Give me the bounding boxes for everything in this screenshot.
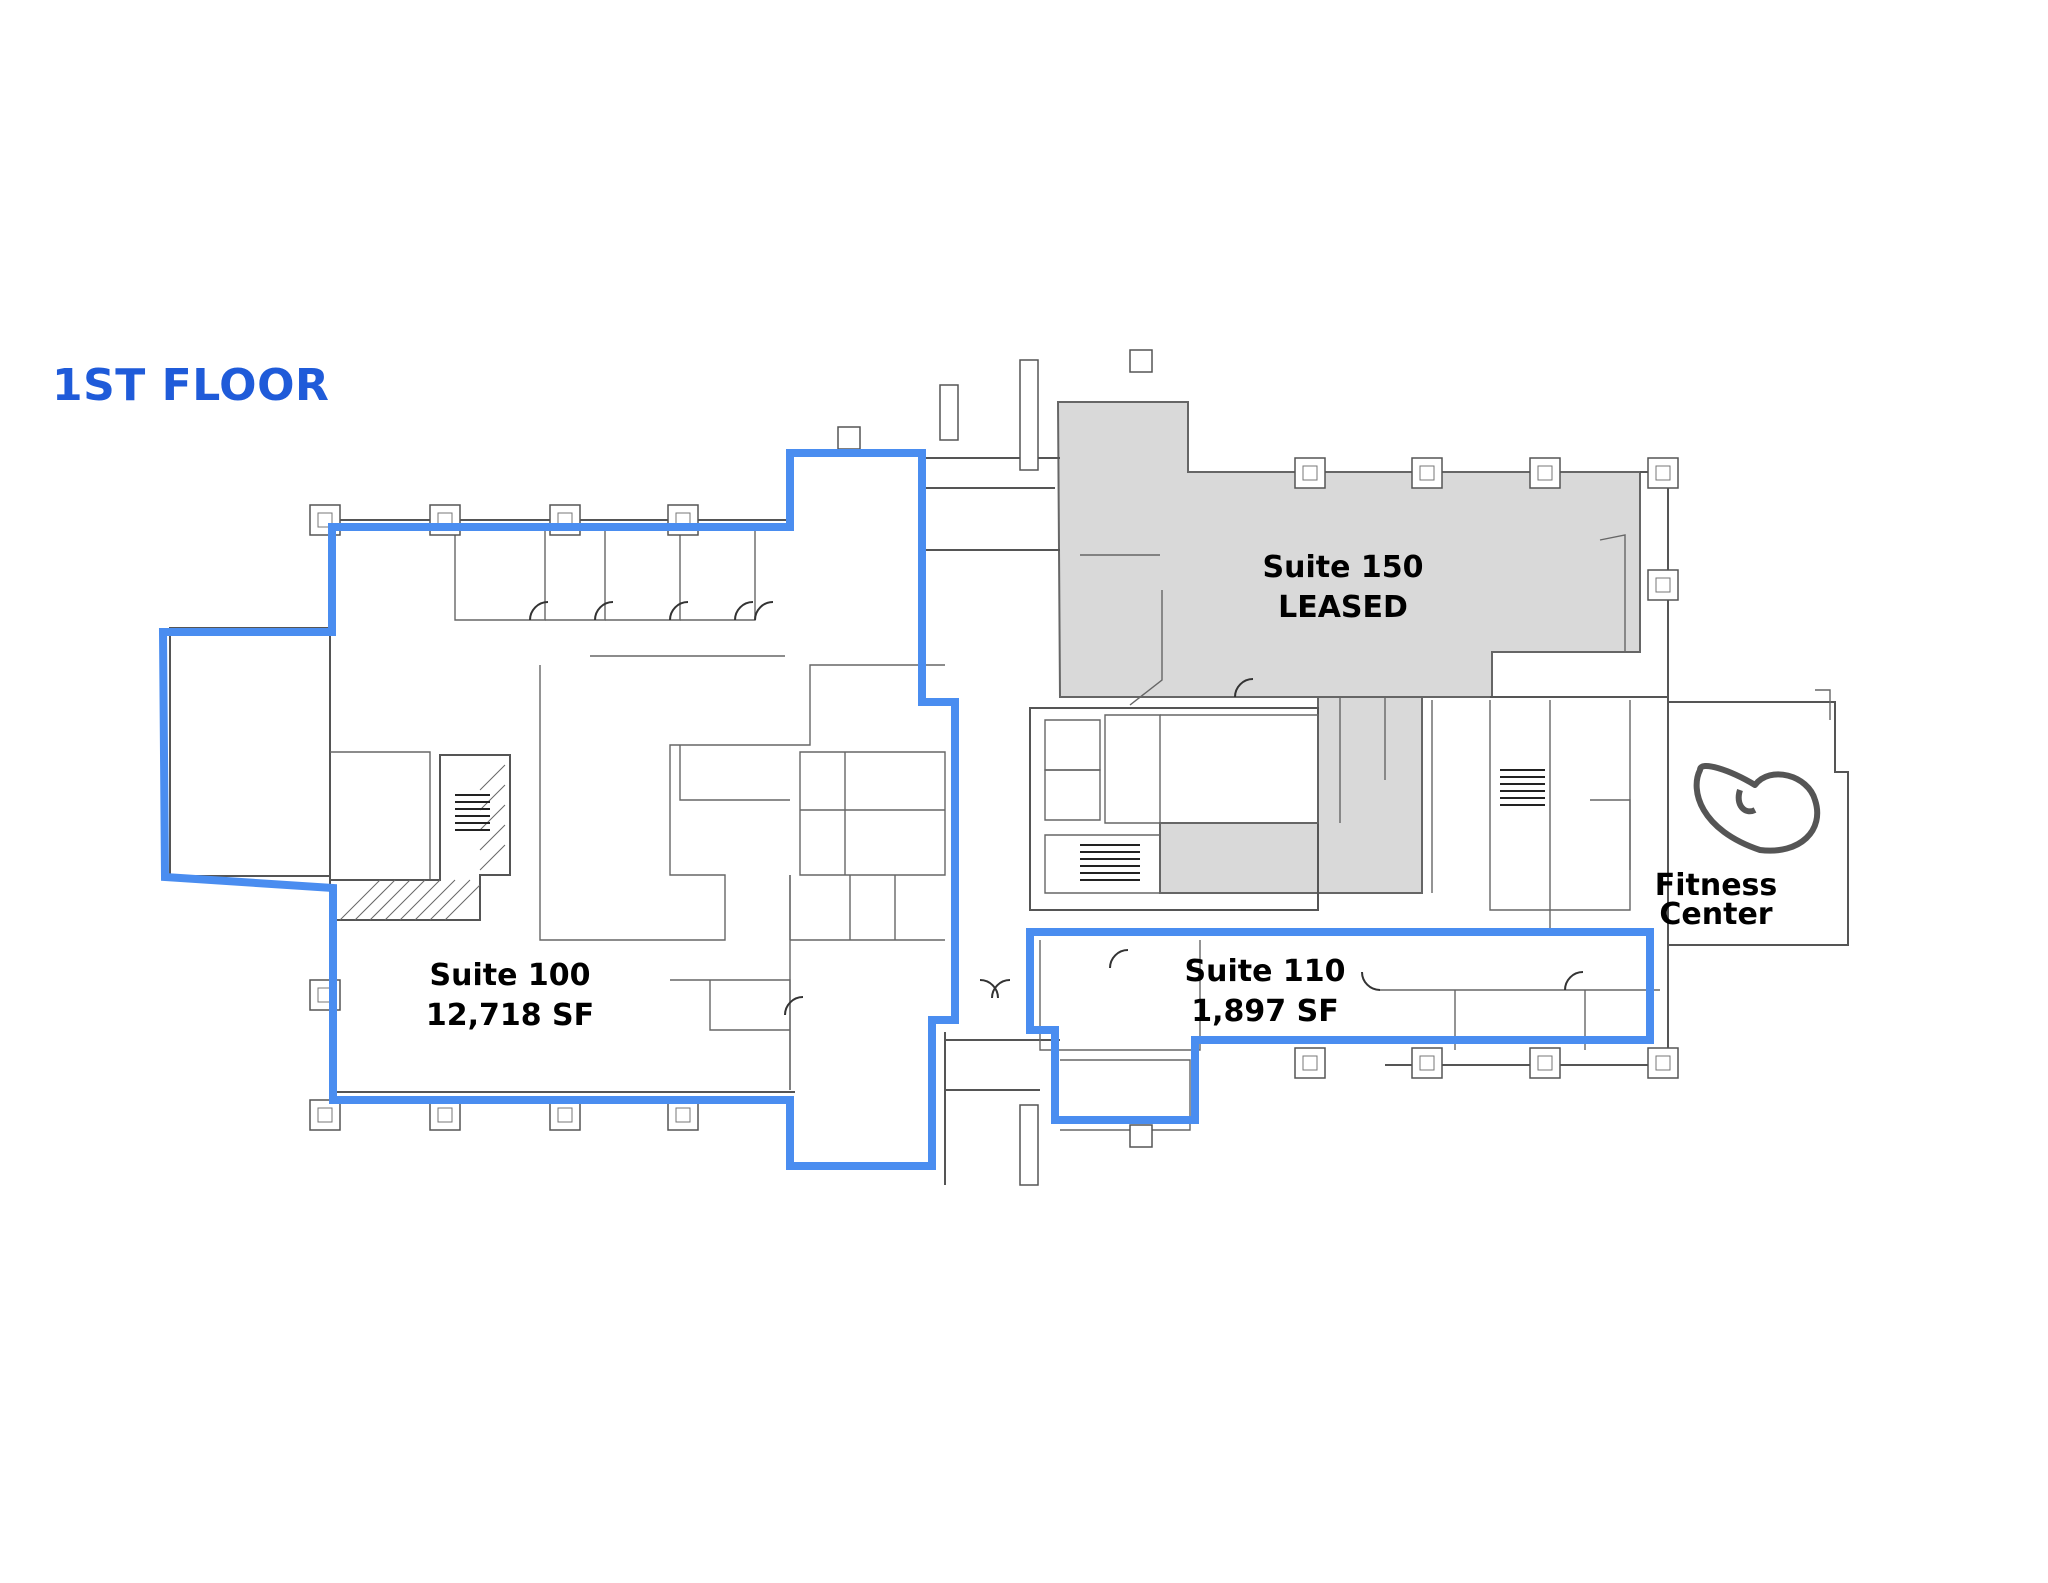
suite-100-name: Suite 100 (429, 958, 590, 993)
suite-110-label: Suite 110 1,897 SF (1184, 954, 1345, 1029)
suite-150-label: Suite 150 LEASED (1262, 550, 1423, 625)
stair-right (1500, 769, 1545, 806)
suite-150-area[interactable] (1056, 401, 1641, 894)
suite-100-outline[interactable] (158, 449, 959, 1170)
hatch-pattern (339, 764, 506, 921)
suite-100-size: 12,718 SF (426, 998, 594, 1033)
fitness-line1: Fitness (1655, 868, 1778, 903)
suite-100-label: Suite 100 12,718 SF (426, 958, 594, 1033)
stair-left (455, 794, 490, 831)
suite-110-size: 1,897 SF (1191, 994, 1338, 1029)
suite-110-outline[interactable] (1026, 928, 1654, 1124)
fitness-center-label: Fitness Center (1655, 868, 1778, 932)
suite-110-name: Suite 110 (1184, 954, 1345, 989)
fitness-line2: Center (1659, 897, 1772, 932)
flexed-arm-icon (1693, 763, 1821, 854)
stair-center (1080, 844, 1140, 881)
floor-title: 1ST FLOOR (52, 360, 330, 411)
suite-150-status: LEASED (1278, 590, 1408, 625)
suite-150-name: Suite 150 (1262, 550, 1423, 585)
doors (529, 601, 1584, 1016)
